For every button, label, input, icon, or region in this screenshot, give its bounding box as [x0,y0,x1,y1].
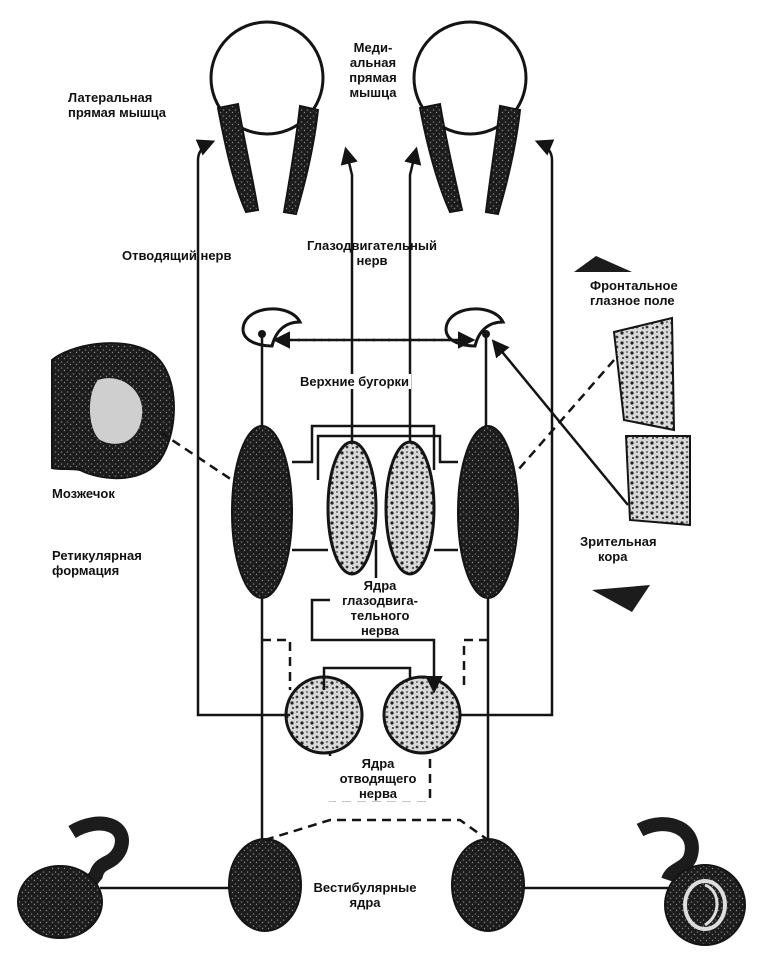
label-oculomotor-nuclei: Ядра глазодвига- тельного нерва [330,578,430,638]
label-lateral-rectus: Латеральная прямая мышца [68,90,166,120]
right-eye [414,22,526,214]
left-oculomotor-nucleus [328,442,376,574]
left-vestibular-nucleus [229,839,301,931]
label-frontal-eye-field: Фронтальное глазное поле [590,278,678,308]
label-abducens-nerve: Отводящий нерв [122,248,231,263]
right-abducens-nucleus [384,677,460,753]
label-visual-cortex: Зрительная кора [580,534,657,564]
frontal-eye-field-shape [574,256,632,272]
right-oculomotor-nucleus [386,442,434,574]
left-vestibular-organ [18,824,122,938]
label-cerebellum: Мозжечок [52,486,115,501]
visual-cortex-wedge [592,585,650,612]
frontal-cortex-block [614,318,674,430]
label-medial-rectus: Меди- альная прямая мышца [338,40,408,100]
label-reticular-formation: Ретикулярная формация [52,548,142,578]
right-vestibular-organ [640,824,745,945]
label-oculomotor-nerve: Глазодвигательный нерв [282,238,462,268]
right-vestibular-nucleus [452,839,524,931]
right-reticular-formation [458,426,518,598]
label-vestibular-nuclei: Вестибулярные ядра [300,880,430,910]
label-superior-colliculi: Верхние бугорки [298,374,411,389]
left-eye [211,22,323,214]
left-reticular-formation [232,426,292,598]
visual-cortex-block [626,436,690,525]
label-abducens-nuclei: Ядра отводящего нерва [328,756,428,801]
